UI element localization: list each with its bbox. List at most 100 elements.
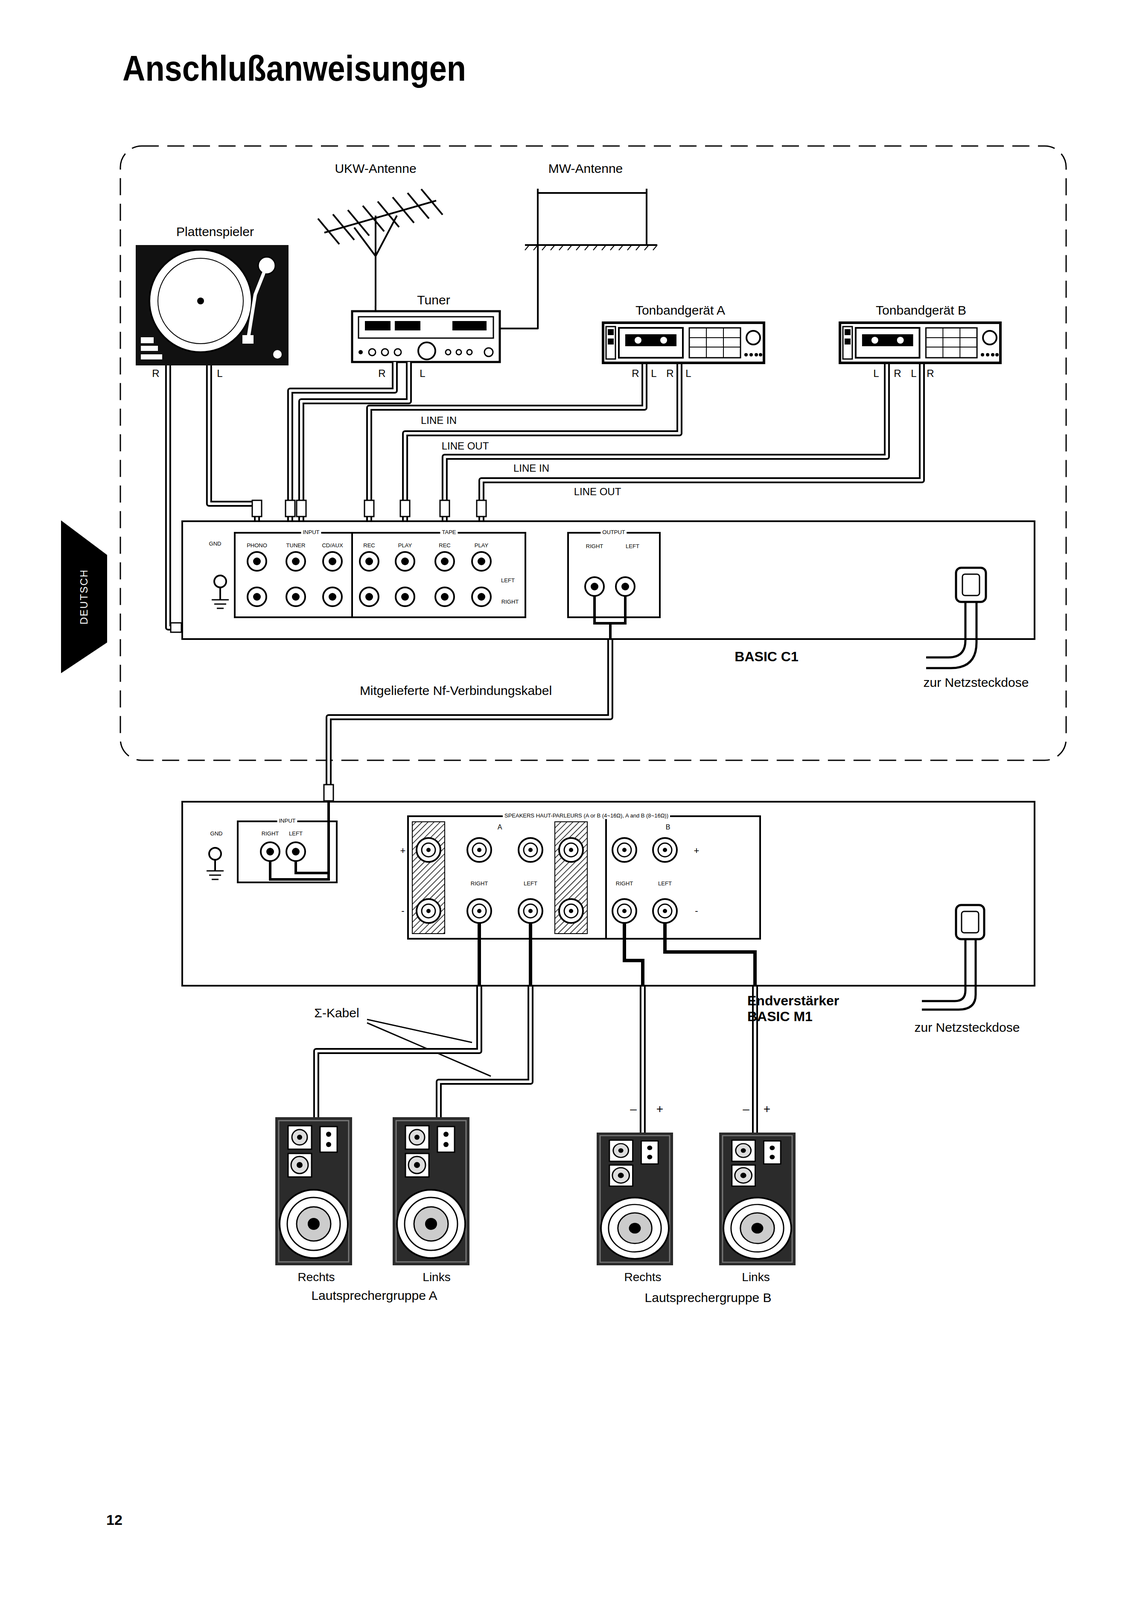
cable-core: [481, 364, 922, 521]
drawing-use: [467, 898, 492, 923]
panel-label: PLAY: [474, 542, 489, 549]
drawing-circle: [368, 348, 376, 356]
cable-connector: [444, 364, 887, 521]
panel-label: LEFT: [288, 830, 303, 837]
drawing-use: [359, 551, 379, 571]
tape-deck-drawing: [839, 322, 1001, 363]
note-text: –: [742, 1101, 750, 1116]
node-label: UKW-Antenne: [334, 161, 417, 177]
drawing-circle: [394, 348, 402, 356]
cable-label: Mitgelieferte Nf-Verbindungskabel: [358, 683, 554, 699]
drawing-rect: [394, 320, 421, 331]
drawing-line: [392, 197, 414, 223]
cable-label: LINE OUT: [572, 485, 624, 498]
note-text: 12: [106, 1511, 123, 1528]
drawing-circle: [358, 349, 363, 355]
drawing-use: [247, 551, 267, 571]
drawing-rect: [956, 567, 986, 602]
drawing-use: [247, 587, 267, 607]
drawing-use: [559, 837, 583, 862]
panel-label: +: [400, 845, 406, 856]
drawing-use: [652, 837, 677, 862]
drawing-rect: [408, 816, 761, 939]
drawing-circle: [484, 347, 493, 357]
panel-label: B: [665, 823, 671, 831]
cable-connector: [168, 365, 182, 628]
panel-label: zur Netzsteckdose: [923, 675, 1029, 691]
drawing-rect: [140, 337, 154, 344]
fm-antenna: [317, 189, 443, 307]
cable-connector: [481, 364, 922, 521]
drawing-path: [594, 595, 626, 640]
cable-connector: [301, 361, 409, 521]
channel-label: L: [650, 367, 657, 380]
panel-label: INPUT: [301, 529, 322, 536]
tape-deck-drawing: [603, 322, 764, 363]
drawing-use: [260, 842, 280, 861]
note-text: –: [629, 1101, 637, 1116]
panel-label: GND: [209, 540, 222, 548]
cable-label: LINE IN: [511, 462, 551, 475]
cable-core: [641, 986, 645, 1133]
cable-connector: [438, 986, 531, 1117]
panel-label: RIGHT: [470, 880, 488, 887]
panel-label: A: [497, 823, 503, 831]
language-tab: [61, 520, 108, 674]
channel-label: R: [378, 367, 386, 380]
panel-label: PHONO: [246, 542, 268, 549]
drawing-path: [524, 244, 658, 251]
panel-label: CD/AUX: [321, 542, 343, 549]
channel-label: R: [666, 367, 674, 380]
cable-outline: [328, 639, 611, 801]
panel-label: SPEAKERS HAUT-PARLEURS (A or B (4~16Ω), …: [502, 812, 671, 820]
drawing-rect: [358, 316, 494, 339]
drawing-use: [612, 837, 637, 862]
note-text: +: [656, 1101, 664, 1116]
drawing-line: [537, 192, 647, 194]
panel-label: REC: [438, 542, 451, 549]
cable-core: [209, 365, 257, 521]
drawing-line: [377, 201, 400, 228]
channel-label: R: [926, 367, 934, 380]
rca-plugs: [170, 500, 487, 801]
drawing-circle: [445, 349, 451, 355]
node-label: Links: [741, 1270, 770, 1284]
drawing-circle: [197, 297, 205, 305]
cable-outline: [209, 365, 257, 521]
node-label: Tuner: [416, 292, 450, 308]
note-text: Lautsprechergruppe A: [311, 1288, 438, 1303]
drawing-use: [652, 898, 677, 923]
drawing-circle: [209, 847, 222, 860]
dashed-region: [120, 145, 1067, 761]
drawing-rect: [296, 500, 307, 517]
drawing-use: [286, 587, 306, 607]
am-antenna: [524, 188, 658, 251]
note-text: Lautsprechergruppe B: [644, 1290, 772, 1306]
panel-label: LEFT: [523, 880, 538, 887]
cable-outline: [168, 365, 182, 628]
drawing-use: [585, 577, 604, 596]
panel-label: +: [693, 845, 700, 856]
drawing-circle: [157, 258, 244, 344]
channel-label: R: [631, 367, 639, 380]
panel-label: TUNER: [286, 542, 306, 549]
cable-core: [328, 639, 611, 801]
page-title: Anschlußanweisungen: [122, 47, 467, 90]
device-node: Plattenspieler: [135, 244, 289, 366]
drawing-path: [921, 938, 976, 1010]
drawing-line: [216, 607, 224, 610]
cable-label: LINE OUT: [440, 440, 491, 452]
drawing-path: [926, 601, 977, 668]
drawing-line: [367, 1019, 473, 1043]
drawing-use: [395, 551, 415, 571]
drawing-rect: [364, 320, 391, 331]
cable-outline: [301, 361, 409, 521]
speaker-node: Rechts: [596, 1132, 674, 1266]
cable-core: [301, 361, 409, 521]
cable-outline: [438, 986, 531, 1117]
node-label: Rechts: [297, 1270, 335, 1284]
drawing-rect: [961, 911, 979, 933]
